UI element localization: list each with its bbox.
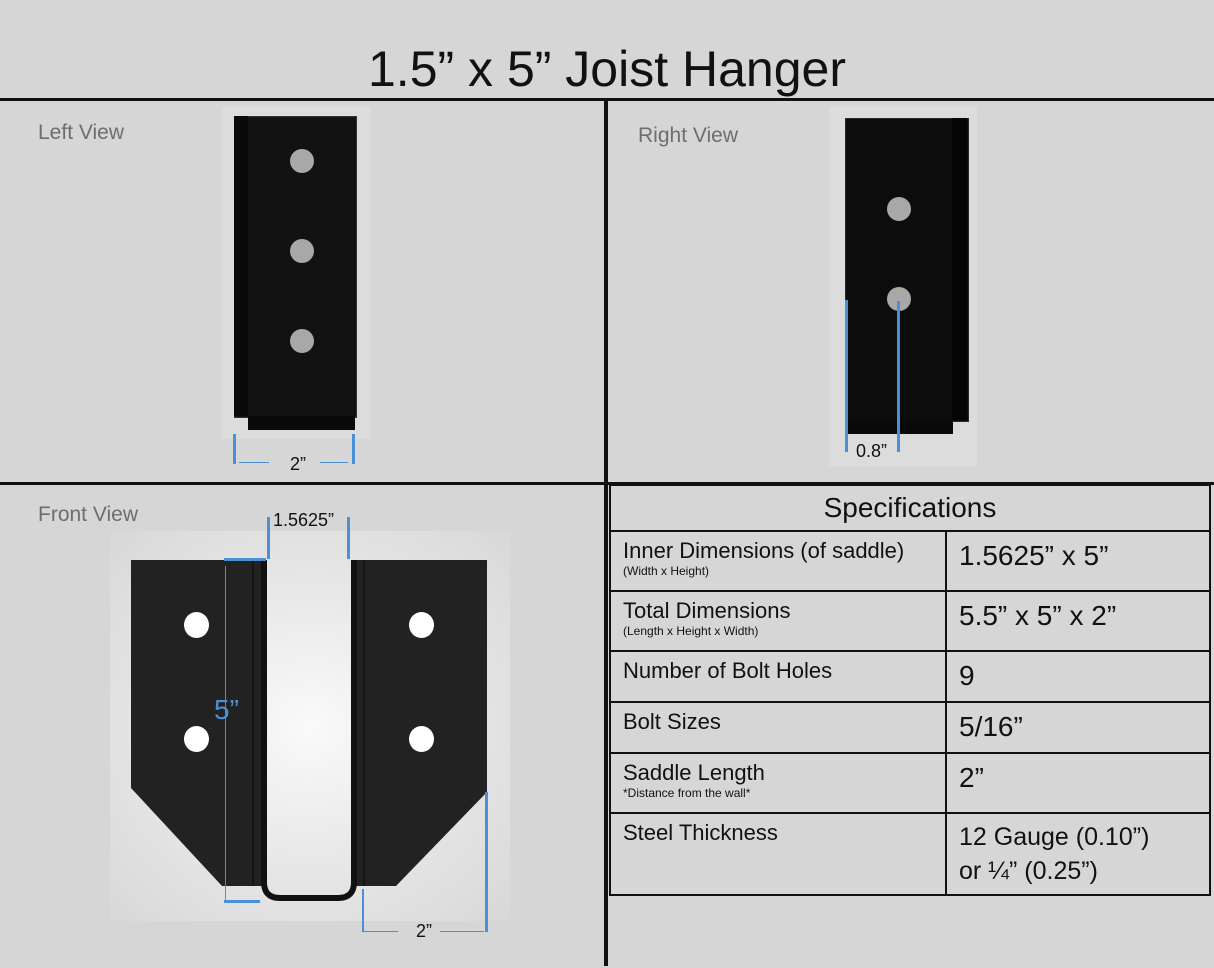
table-row: Steel Thickness 12 Gauge (0.10”) or ¼” (0… [609, 812, 1211, 896]
table-row: Saddle Length*Distance from the wall* 2” [609, 752, 1211, 814]
height-dimension: 5” [214, 694, 239, 725]
bolt-hole [184, 726, 209, 752]
title-divider [0, 98, 1214, 101]
left-view-label: Left View [38, 121, 124, 144]
spec-value: 12 Gauge (0.10”) [959, 823, 1150, 851]
spec-sublabel: (Width x Height) [623, 564, 710, 578]
table-row: Bolt Sizes 5/16” [609, 701, 1211, 754]
spec-value: 5/16” [959, 711, 1023, 742]
bolt-hole [409, 726, 434, 752]
right-offset-dimension: 0.8” [856, 441, 888, 461]
bolt-hole [409, 612, 434, 638]
spec-value: 9 [959, 660, 975, 691]
spec-label: Saddle Length [623, 760, 765, 785]
spec-label: Steel Thickness [623, 820, 778, 845]
saddle-length-dimension: 2” [416, 921, 433, 941]
bolt-hole [290, 329, 314, 353]
table-row: Inner Dimensions (of saddle)(Width x Hei… [609, 530, 1211, 592]
right-view-label: Right View [638, 124, 738, 147]
left-width-dimension: 2” [290, 454, 307, 474]
specifications-heading: Specifications [609, 484, 1211, 532]
front-view-label: Front View [38, 503, 138, 526]
spec-label: Inner Dimensions (of saddle) [623, 538, 905, 563]
spec-value-line2: or ¼” (0.25”) [959, 857, 1098, 885]
bolt-hole [887, 197, 911, 221]
spec-value: 1.5625” x 5” [959, 540, 1109, 571]
page-title: 1.5” x 5” Joist Hanger [368, 41, 846, 97]
table-row: Total Dimensions(Length x Height x Width… [609, 590, 1211, 652]
bolt-hole [184, 612, 209, 638]
inner-width-dimension: 1.5625” [273, 510, 335, 530]
middle-divider [0, 482, 1214, 485]
spec-label: Bolt Sizes [623, 709, 721, 734]
bolt-hole [290, 149, 314, 173]
spec-label: Number of Bolt Holes [623, 658, 833, 683]
specifications-table: Specifications Inner Dimensions (of sadd… [609, 484, 1211, 896]
bolt-hole [290, 239, 314, 263]
spec-sublabel: (Length x Height x Width) [623, 624, 759, 638]
spec-value: 5.5” x 5” x 2” [959, 600, 1117, 631]
table-row: Number of Bolt Holes 9 [609, 650, 1211, 703]
spec-sublabel: *Distance from the wall* [623, 786, 751, 800]
spec-label: Total Dimensions [623, 598, 791, 623]
vertical-divider [604, 100, 608, 966]
spec-value: 2” [959, 762, 984, 793]
